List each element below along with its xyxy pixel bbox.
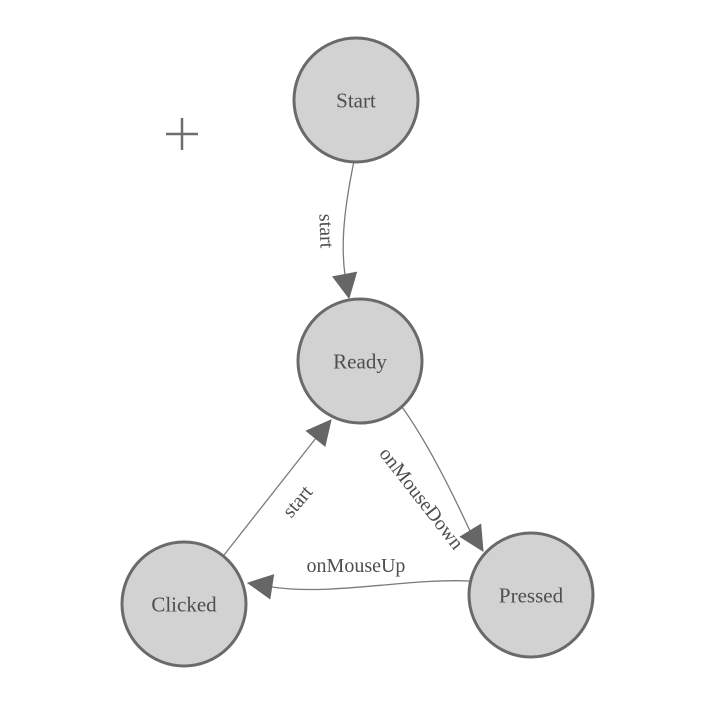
edge-pressed-to-clicked[interactable]: onMouseUp: [246, 555, 470, 600]
edge-ready-to-pressed-path[interactable]: [401, 406, 471, 532]
edge-clicked-to-ready-arrowhead-icon[interactable]: [305, 419, 332, 447]
crosshair-cursor-icon: [166, 118, 198, 150]
node-start-label: Start: [336, 88, 376, 112]
edge-clicked-to-ready-label: start: [278, 481, 317, 522]
crosshair-cursor-icon: [166, 118, 198, 150]
edge-pressed-to-clicked-path[interactable]: [271, 580, 470, 591]
edge-start-to-ready-arrowhead-icon[interactable]: [332, 271, 358, 300]
edge-pressed-to-clicked-label: onMouseUp: [307, 555, 406, 577]
edge-clicked-to-ready-path[interactable]: [223, 437, 317, 556]
node-pressed-label: Pressed: [499, 583, 564, 607]
edge-start-to-ready[interactable]: start: [314, 160, 358, 300]
node-clicked-circle[interactable]: [120, 540, 248, 668]
node-clicked[interactable]: Clicked: [120, 540, 248, 668]
edge-ready-to-pressed[interactable]: onMouseDown: [375, 406, 484, 554]
edge-start-to-ready-path[interactable]: [342, 160, 355, 276]
edge-clicked-to-ready[interactable]: start: [223, 419, 332, 556]
edge-start-to-ready-label: start: [314, 213, 337, 249]
node-start[interactable]: Start: [292, 36, 420, 164]
node-ready-circle[interactable]: [296, 297, 424, 425]
node-ready-label: Ready: [333, 349, 387, 373]
node-pressed-circle[interactable]: [467, 531, 595, 659]
node-ready[interactable]: Ready: [296, 297, 424, 425]
node-clicked-label: Clicked: [151, 592, 217, 616]
edge-pressed-to-clicked-arrowhead-icon[interactable]: [246, 574, 275, 600]
edge-ready-to-pressed-arrowhead-icon[interactable]: [459, 523, 484, 552]
node-start-circle[interactable]: [292, 36, 420, 164]
node-pressed[interactable]: Pressed: [467, 531, 595, 659]
edge-ready-to-pressed-label: onMouseDown: [375, 443, 468, 554]
